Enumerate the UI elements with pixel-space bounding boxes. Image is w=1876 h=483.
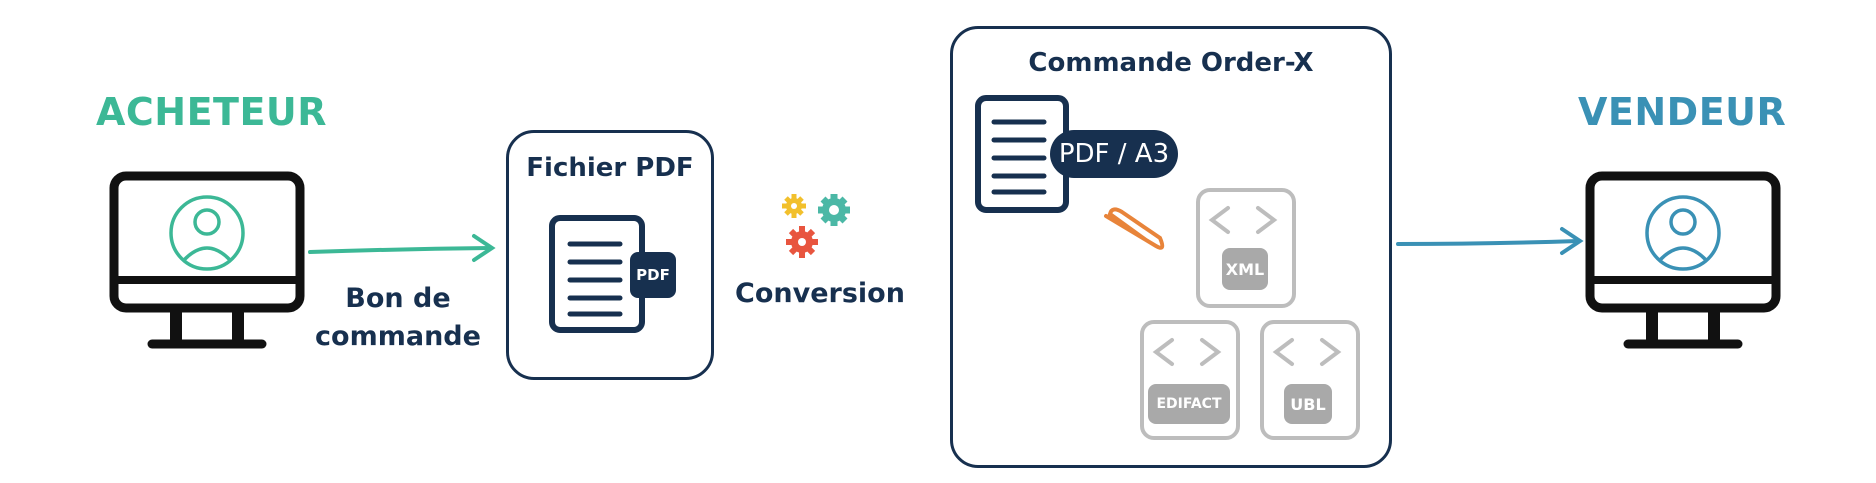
orderx-to-seller-arrow (1396, 227, 1584, 255)
purchase-order-line2: commande (315, 321, 481, 352)
red-gear (786, 226, 818, 258)
buyer-to-pdf-arrow (308, 234, 496, 262)
seller-title: VENDEUR (1578, 90, 1787, 134)
yellow-gear (782, 194, 806, 218)
xml-badge: XML (1222, 248, 1268, 290)
conversion-label: Conversion (735, 278, 905, 309)
order-x-document-icon (975, 95, 1069, 213)
buyer-title: ACHETEUR (96, 90, 328, 134)
pdf-document-icon (549, 215, 645, 333)
seller-monitor-icon (1585, 171, 1781, 349)
order-x-title: Commande Order-X (1028, 48, 1314, 78)
buyer-monitor-icon (109, 171, 305, 349)
teal-gear (818, 194, 850, 226)
buyer-user-icon (169, 195, 245, 271)
ubl-badge: UBL (1284, 384, 1332, 424)
edifact-badge: EDIFACT (1148, 384, 1230, 424)
ubl-code-icon (1272, 338, 1342, 366)
pdf-file-title: Fichier PDF (526, 153, 694, 183)
xml-code-icon (1208, 206, 1278, 234)
paperclip-icon (1104, 207, 1165, 250)
purchase-order-label: Bon de commande (308, 280, 488, 356)
gears-icon (782, 194, 850, 258)
edifact-code-icon (1152, 338, 1222, 366)
pdf-badge: PDF (630, 252, 676, 298)
purchase-order-line1: Bon de (345, 283, 451, 314)
seller-user-icon (1645, 195, 1721, 271)
pdf-a3-badge: PDF / A3 (1050, 130, 1178, 178)
